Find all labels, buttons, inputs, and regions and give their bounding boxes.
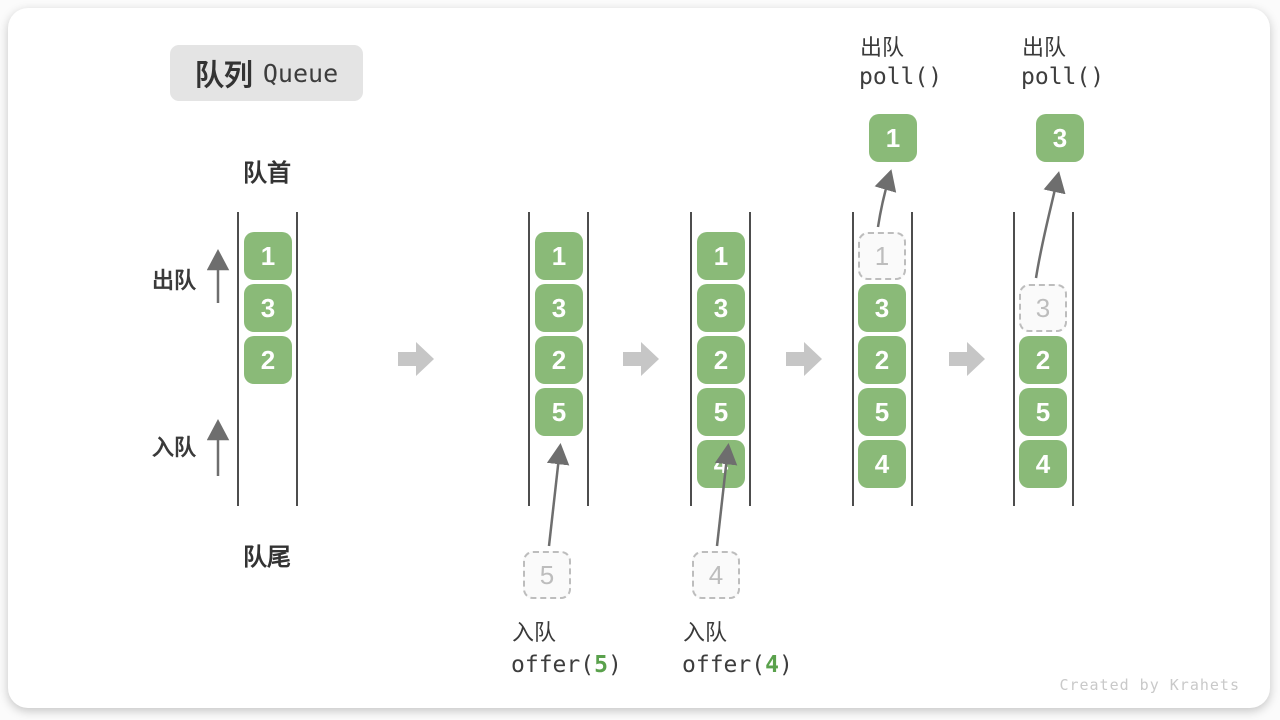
queue-cell: 5 [535, 388, 583, 436]
polled-element: 3 [1036, 114, 1084, 162]
queue-cell: 4 [697, 440, 745, 488]
dequeue-side-label: 出队 [152, 268, 197, 293]
queue-cell: 1 [244, 232, 292, 280]
queue-cell: 5 [858, 388, 906, 436]
queue-cell: 3 [535, 284, 583, 332]
queue-cell: 5 [1019, 388, 1067, 436]
title-badge: 队列 Queue [170, 45, 363, 101]
queue-rail-1 [237, 212, 298, 506]
queue-cell: 1 [697, 232, 745, 280]
queue-cell: 1 [535, 232, 583, 280]
code-arg: 5 [594, 652, 608, 678]
queue-cell: 2 [697, 336, 745, 384]
incoming-element: 5 [523, 551, 571, 599]
code-close: ) [607, 652, 622, 678]
queue-rail-2 [528, 212, 589, 506]
dequeue-caption-code: poll() [1021, 64, 1105, 90]
dequeue-caption-label: 出队 [860, 35, 905, 60]
removed-element-slot: 3 [1019, 284, 1067, 332]
queue-rail-5 [1013, 212, 1074, 506]
code-fn: offer( [682, 652, 766, 678]
enqueue-caption-label: 入队 [683, 620, 728, 645]
incoming-element: 4 [692, 551, 740, 599]
dequeue-caption-label: 出队 [1022, 35, 1067, 60]
queue-front-label: 队首 [243, 160, 291, 187]
queue-cell: 4 [1019, 440, 1067, 488]
flow-arrow-icon [398, 342, 434, 376]
queue-cell: 3 [697, 284, 745, 332]
queue-cell: 3 [244, 284, 292, 332]
enqueue-caption-label: 入队 [512, 620, 557, 645]
polled-element: 1 [869, 114, 917, 162]
code-fn: offer( [511, 652, 595, 678]
flow-arrow-icon [786, 342, 822, 376]
queue-cell: 2 [535, 336, 583, 384]
queue-rail-3 [690, 212, 751, 506]
flow-arrow-icon [623, 342, 659, 376]
queue-cell: 2 [244, 336, 292, 384]
enqueue-caption-code: offer(4) [682, 652, 793, 678]
flow-arrow-icon [949, 342, 985, 376]
queue-cell: 5 [697, 388, 745, 436]
title-zh: 队列 [194, 60, 253, 92]
title-en: Queue [262, 58, 339, 88]
queue-cell: 4 [858, 440, 906, 488]
enqueue-side-label: 入队 [152, 435, 197, 460]
code-close: ) [778, 652, 793, 678]
watermark: Created by Krahets [1059, 676, 1240, 694]
enqueue-caption-code: offer(5) [511, 652, 622, 678]
queue-cell: 2 [1019, 336, 1067, 384]
removed-element-slot: 1 [858, 232, 906, 280]
queue-rear-label: 队尾 [243, 544, 291, 571]
code-arg: 4 [765, 652, 779, 678]
queue-cell: 3 [858, 284, 906, 332]
queue-rail-4 [852, 212, 913, 506]
queue-cell: 2 [858, 336, 906, 384]
dequeue-caption-code: poll() [859, 64, 943, 90]
